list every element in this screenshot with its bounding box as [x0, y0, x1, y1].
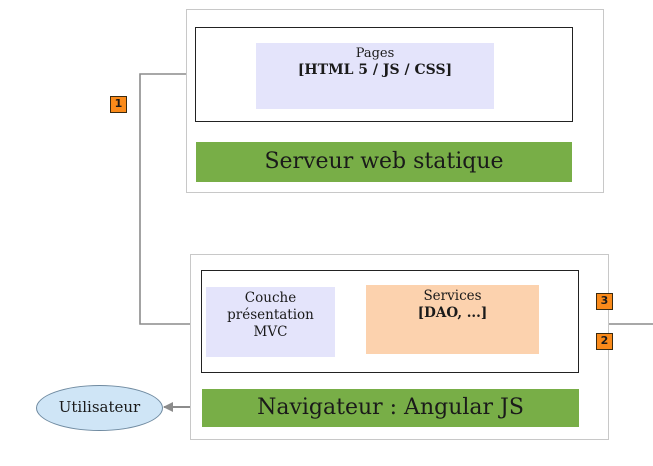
- presentation-box: Couche présentation MVC: [206, 287, 335, 357]
- badge-1: 1: [110, 96, 127, 113]
- user-label: Utilisateur: [58, 398, 141, 416]
- services-title: Services: [423, 288, 482, 304]
- badge-2-text: 2: [600, 334, 609, 347]
- presentation-line1: Couche: [244, 290, 297, 306]
- services-box: Services [DAO, ...]: [366, 285, 539, 354]
- browser-label-text: Navigateur : Angular JS: [257, 395, 524, 420]
- pages-box: Pages [HTML 5 / JS / CSS]: [256, 43, 494, 109]
- presentation-line3: MVC: [253, 324, 288, 340]
- badge-3-text: 3: [600, 294, 609, 307]
- presentation-line2: présentation: [227, 307, 314, 323]
- pages-tech: [HTML 5 / JS / CSS]: [297, 62, 453, 78]
- services-detail: [DAO, ...]: [417, 305, 488, 321]
- server-label-text: Serveur web statique: [264, 149, 504, 174]
- badge-1-text: 1: [114, 97, 123, 110]
- user-ellipse: Utilisateur: [36, 385, 163, 431]
- server-label: Serveur web statique: [196, 142, 572, 182]
- browser-label: Navigateur : Angular JS: [202, 389, 579, 427]
- badge-3: 3: [596, 293, 613, 310]
- pages-title: Pages: [355, 46, 395, 61]
- badge-2: 2: [596, 333, 613, 350]
